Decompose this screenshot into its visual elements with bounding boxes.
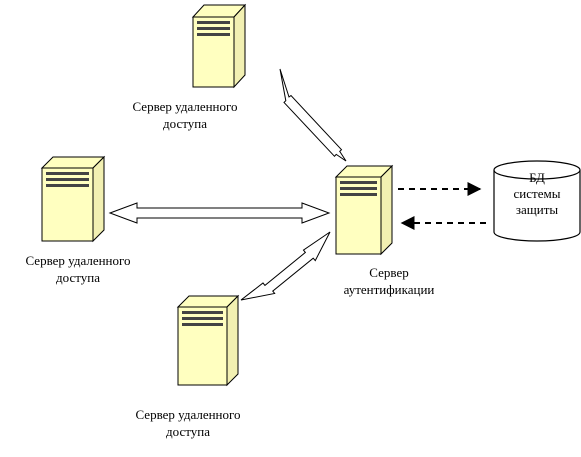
database-label-line3: защиты xyxy=(515,202,559,217)
arrow-top-auth xyxy=(279,68,347,162)
database-icon xyxy=(493,160,581,242)
server-left-label: Сервер удаленного доступа xyxy=(8,252,148,286)
server-bottom-label-line1: Сервер удаленного xyxy=(135,407,241,422)
server-bottom-label: Сервер удаленного доступа xyxy=(128,406,248,440)
server-top-label-line1: Сервер удаленного xyxy=(132,99,238,114)
database-label: БД системы защиты xyxy=(494,170,580,228)
server-bottom-icon xyxy=(176,294,240,387)
database-label-line2: системы xyxy=(513,186,561,201)
arrow-left-auth xyxy=(108,202,331,224)
server-left-label-line1: Сервер удаленного xyxy=(25,253,131,268)
server-left-label-line2: доступа xyxy=(56,270,100,285)
database-label-line1: БД xyxy=(529,170,545,185)
server-left-icon xyxy=(40,155,106,243)
auth-server-label-line1: Сервер xyxy=(369,265,409,280)
server-top-icon xyxy=(191,3,247,89)
server-bottom-label-line2: доступа xyxy=(166,424,210,439)
auth-server-label: Сервер аутентификации xyxy=(325,264,453,298)
auth-server-label-line2: аутентификации xyxy=(343,282,435,297)
arrow-bottom-auth xyxy=(240,231,331,301)
server-top-label-line2: доступа xyxy=(163,116,207,131)
auth-server-icon xyxy=(334,164,394,256)
server-top-label: Сервер удаленного доступа xyxy=(125,98,245,132)
